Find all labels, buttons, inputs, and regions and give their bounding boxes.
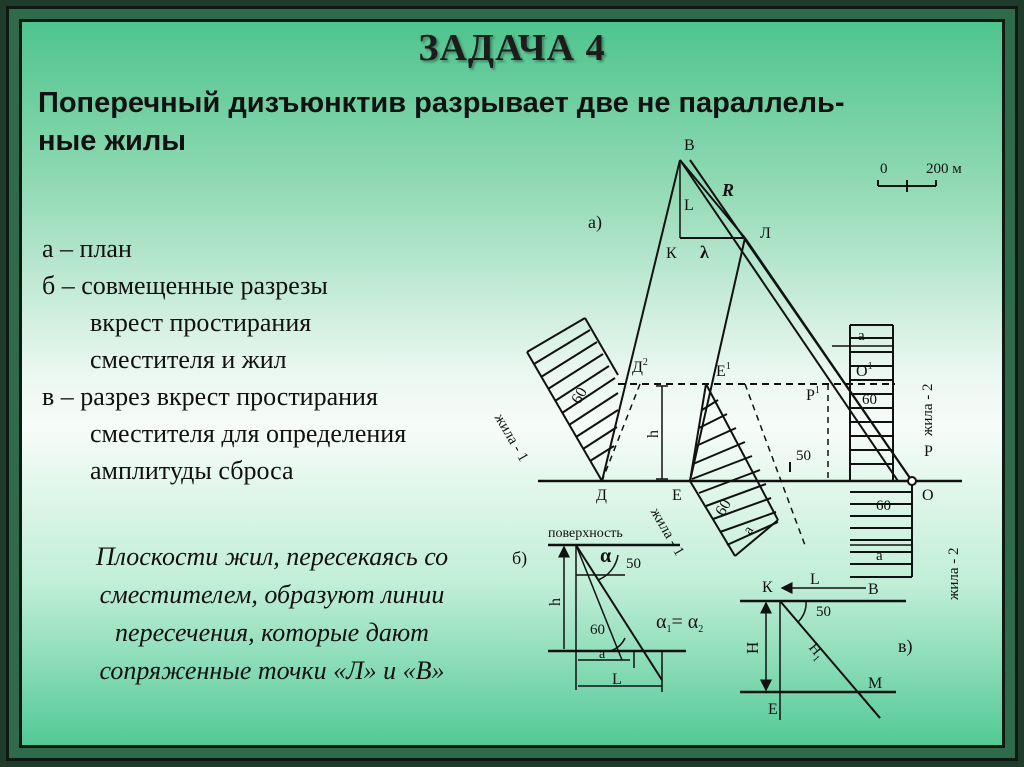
label-K: К <box>666 245 677 262</box>
legend-c-line-2: сместителя для определения <box>90 419 407 448</box>
label-a-top: а <box>858 328 865 344</box>
label-60-vein2-top: 60 <box>862 392 877 408</box>
label-E1: Е1 <box>716 361 731 380</box>
label-h-b: h <box>547 598 564 606</box>
label-alpha-equation: α1= α2 <box>656 611 703 635</box>
point-o <box>907 476 917 486</box>
legend-b: б – совмещенные разрезы <box>42 271 328 300</box>
label-K-c: К <box>762 579 773 596</box>
label-50-a: 50 <box>796 448 811 464</box>
label-a-vein1: а <box>740 523 757 537</box>
label-surface: поверхность <box>548 526 623 541</box>
note-line-3: пересечения, которые дают <box>115 618 429 647</box>
label-a-bottom: а <box>876 548 883 564</box>
scale-zero: 0 <box>880 161 888 177</box>
heading: Поперечный дизъюнктив разрывает две не п… <box>38 84 998 160</box>
panel-c-labels: К L В 50 H1 H в) М Е <box>743 571 913 718</box>
label-60-vein1-top: 60 <box>568 385 591 407</box>
label-O: О <box>922 487 934 504</box>
label-H: H <box>743 642 762 654</box>
legend-c-line-3: амплитуды сброса <box>90 456 294 485</box>
vein-2-hatched <box>832 324 913 578</box>
heading-line-1: Поперечный дизъюнктив разрывает две не п… <box>38 87 845 119</box>
label-60-b: 60 <box>590 622 605 638</box>
label-E-c: Е <box>768 701 778 718</box>
label-B: В <box>684 137 695 154</box>
legend-a: а – план <box>42 234 132 263</box>
label-h-a: h <box>645 430 662 438</box>
scale-200: 200 м <box>926 161 962 177</box>
panel-b-labels: поверхность б) α 50 60 а L h α1= α2 <box>512 526 703 688</box>
label-panel-b: б) <box>512 548 527 569</box>
panel-b-section <box>548 543 686 692</box>
legend-c: в – разрез вкрест простирания <box>42 382 378 411</box>
label-D2: Д2 <box>632 357 648 376</box>
label-R: R <box>721 180 734 200</box>
legend: а – план б – совмещенные разрезы вкрест … <box>42 230 512 489</box>
slide-title: ЗАДАЧА 4 <box>418 27 606 69</box>
vein-1-hatched-bottom <box>689 383 779 557</box>
label-L-seg: L <box>684 197 694 214</box>
label-vein1-bottom: жила - 1 <box>646 504 687 558</box>
note-line-2: сместителем, образуют линии <box>99 580 445 609</box>
label-L-c: L <box>810 571 820 588</box>
note-line-1: Плоскости жил, пересекаясь со <box>95 542 449 571</box>
label-vein1-top: жила - 1 <box>490 410 531 464</box>
legend-b-line-2: вкрест простирания <box>90 308 312 337</box>
heading-line-2: ные жилы <box>38 125 187 157</box>
note-line-4: сопряженные точки «Л» и «В» <box>99 656 445 685</box>
label-panel-c: в) <box>898 636 913 657</box>
label-50-c: 50 <box>816 604 831 620</box>
panel-a-plan <box>538 159 962 549</box>
label-panel-a: а) <box>588 212 602 233</box>
legend-b-line-3: сместителя и жил <box>90 345 287 374</box>
label-M: М <box>868 675 882 692</box>
label-60-vein1-bottom: 60 <box>712 497 735 519</box>
scale-bar: 0 200 м <box>877 161 962 192</box>
vein-1-hatched-top <box>526 317 619 482</box>
label-E: Е <box>672 487 682 504</box>
note: Плоскости жил, пересекаясь со сместителе… <box>52 538 492 690</box>
label-P1: Р1 <box>806 385 820 404</box>
label-L-b: L <box>612 671 622 688</box>
label-60-vein2-bottom: 60 <box>876 498 891 514</box>
label-L-point: Л <box>760 225 771 242</box>
label-P: Р <box>924 443 933 460</box>
panel-c-section <box>740 582 906 720</box>
label-a-b: а <box>599 647 606 662</box>
label-50-b: 50 <box>626 556 641 572</box>
label-D: Д <box>596 487 607 504</box>
label-vein2-top: жила - 2 <box>920 383 936 437</box>
label-B-c: В <box>868 581 879 598</box>
label-vein2-bottom: жила - 2 <box>946 547 962 601</box>
label-O1: О1 <box>856 361 873 380</box>
label-lambda: λ <box>700 242 709 262</box>
label-alpha: α <box>600 545 611 567</box>
